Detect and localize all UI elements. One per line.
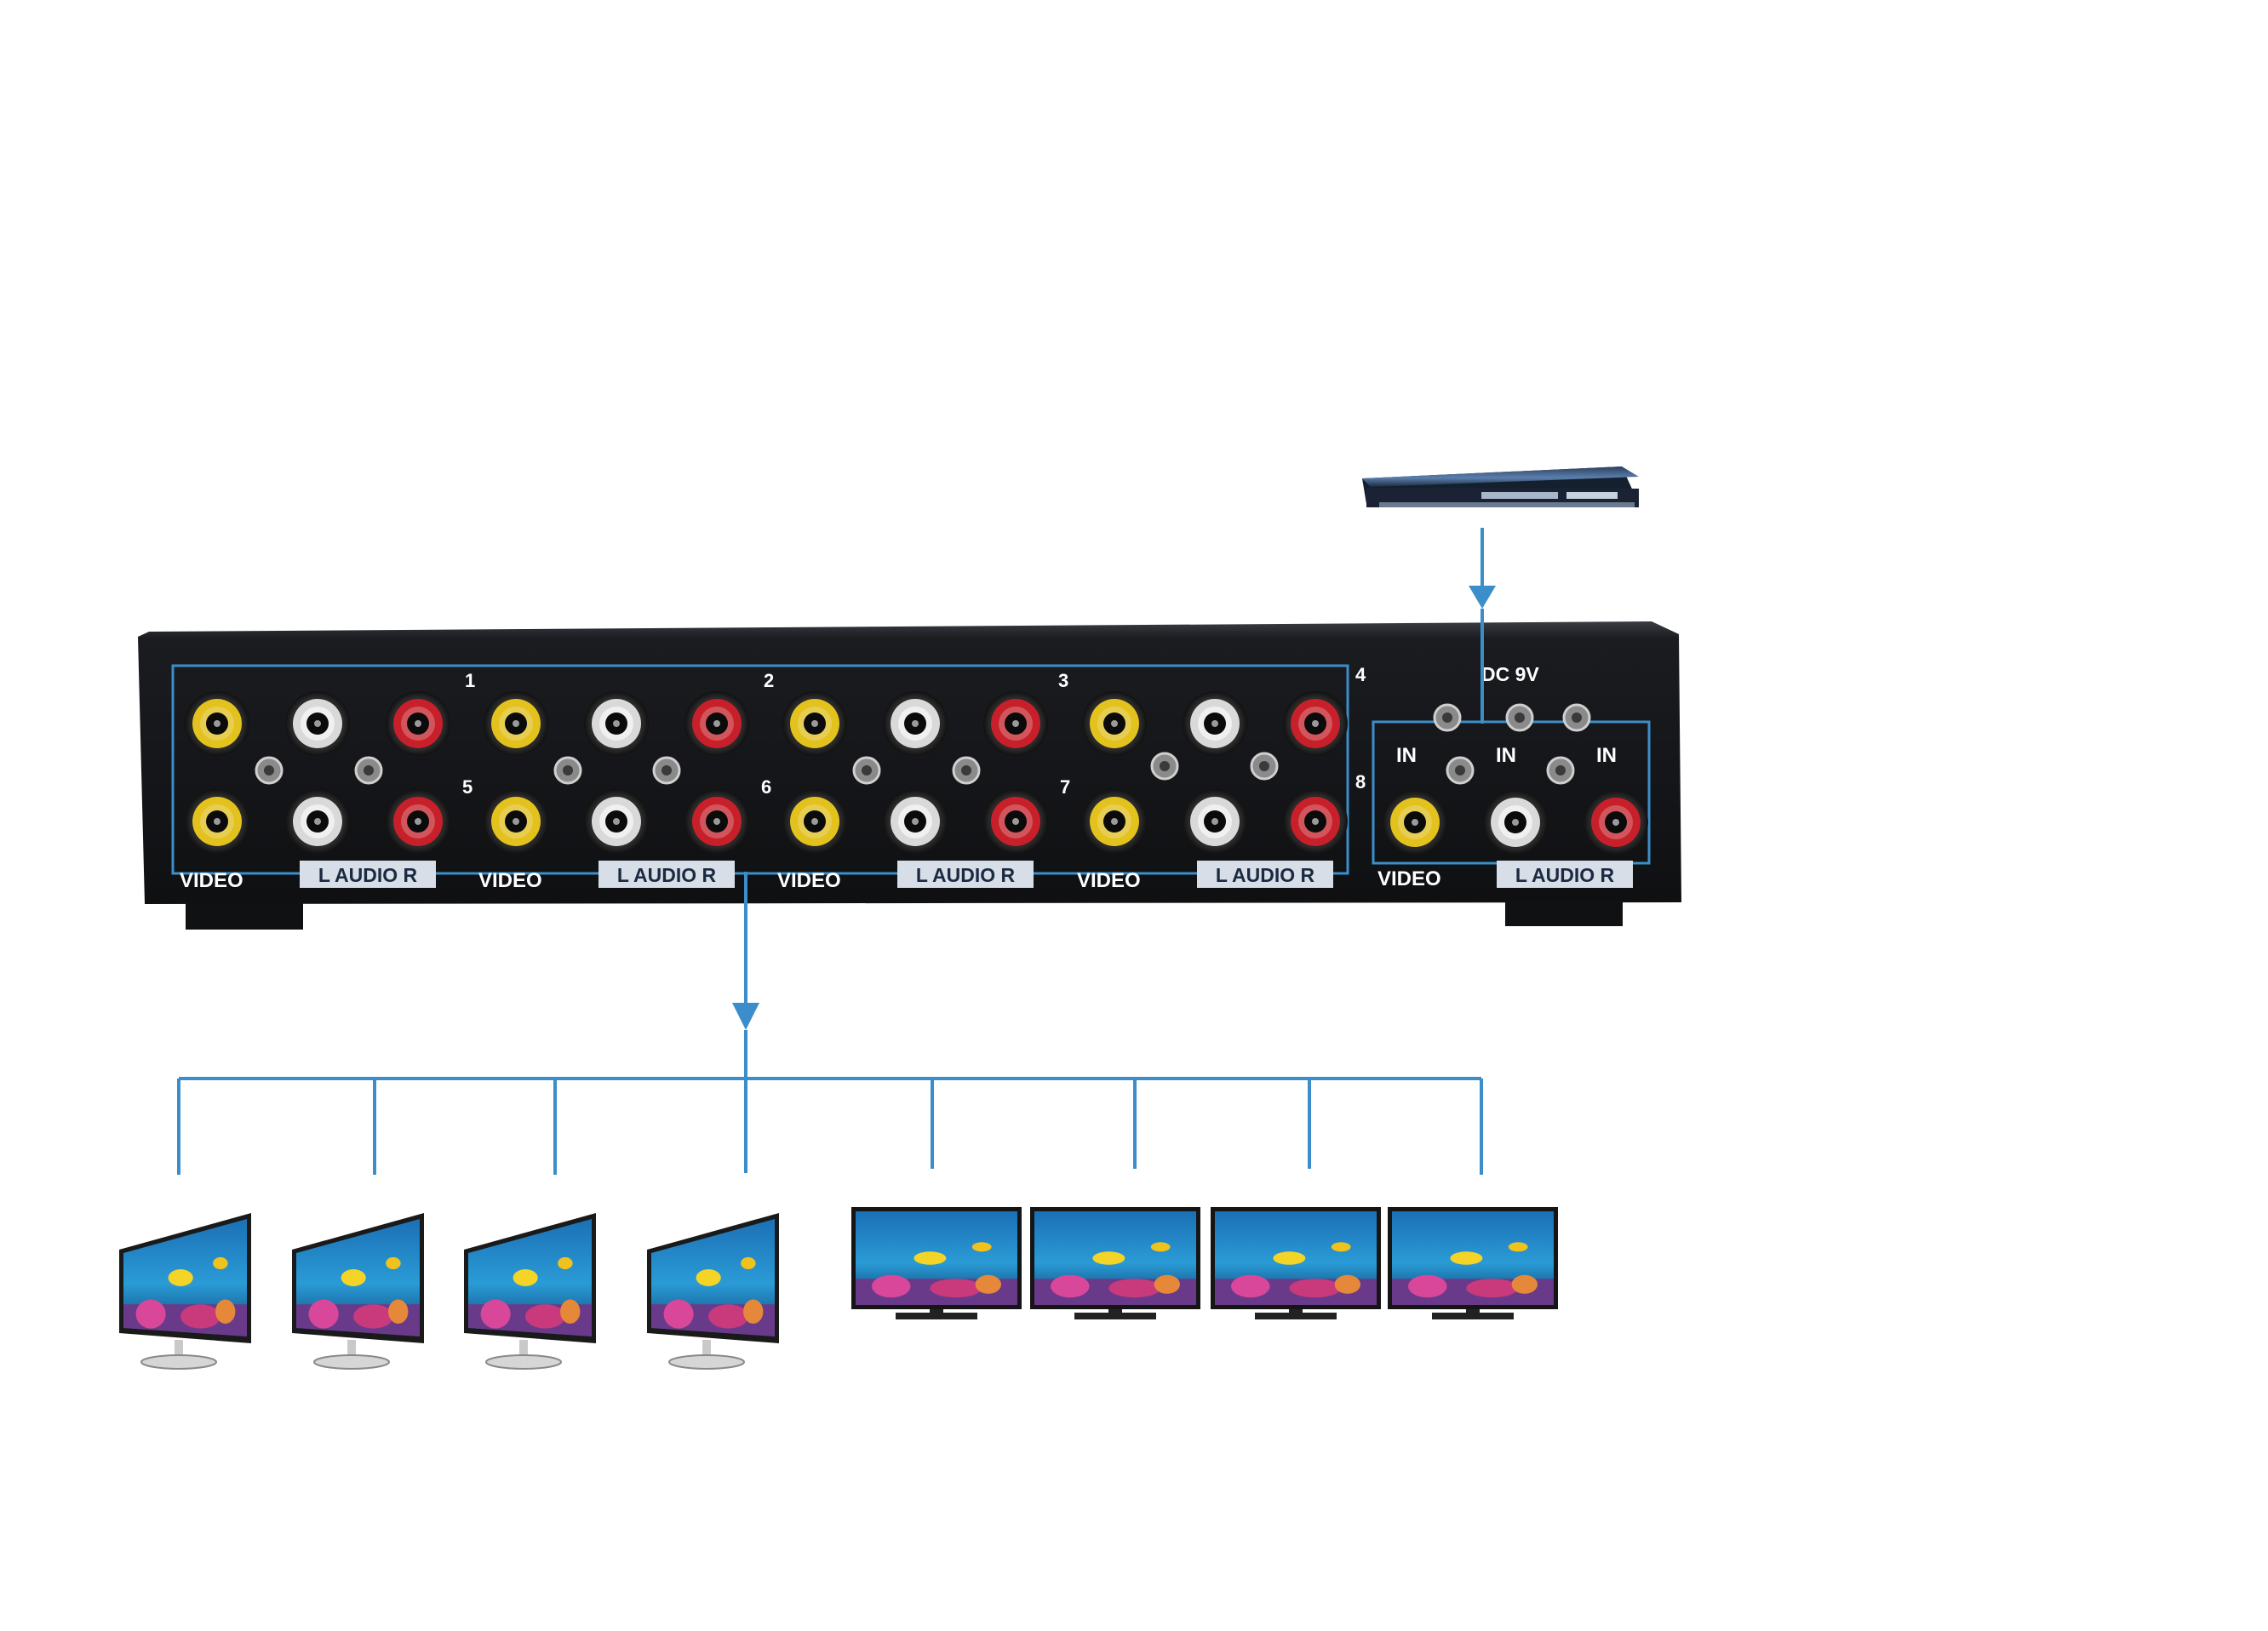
input-video-in-label: IN — [1396, 744, 1417, 767]
input-video-jack[interactable] — [1383, 790, 1447, 855]
input-audio-left-in-label: IN — [1496, 744, 1516, 767]
input-audio-right-jack[interactable] — [1584, 790, 1648, 855]
output-7-audio-right-jack[interactable] — [983, 789, 1048, 854]
input-audio-right-in-label: IN — [1596, 744, 1617, 767]
screw-icon — [652, 756, 681, 785]
screw-icon — [1446, 756, 1475, 785]
port-number-5: 5 — [462, 776, 472, 798]
input-video-label: VIDEO — [1377, 867, 1441, 890]
output-6-audio-left-jack[interactable] — [584, 789, 649, 854]
output-5-video-jack[interactable] — [185, 789, 249, 854]
output-7-audio-left-jack[interactable] — [883, 789, 948, 854]
port-number-2: 2 — [764, 670, 774, 691]
screw-icon — [1562, 703, 1591, 732]
output-8-video-jack[interactable] — [1082, 789, 1147, 854]
screw-icon — [354, 756, 383, 785]
output-arrow-icon — [732, 1003, 759, 1030]
output-4-video-jack[interactable] — [1082, 691, 1147, 756]
screw-icon — [1546, 756, 1575, 785]
output-group-1-audio-label: L AUDIO R — [300, 861, 436, 888]
output-group-3-video-label: VIDEO — [777, 869, 841, 892]
output-group-2-video-label: VIDEO — [478, 869, 542, 892]
output-group-4-audio-label: L AUDIO R — [1197, 861, 1333, 888]
chassis-foot-left — [186, 902, 303, 930]
output-6-audio-right-jack[interactable] — [684, 789, 749, 854]
output-2-video-jack[interactable] — [484, 691, 548, 756]
svg-text:L AUDIO R: L AUDIO R — [1216, 864, 1315, 886]
screw-icon — [952, 756, 981, 785]
output-2-audio-right-jack[interactable] — [684, 691, 749, 756]
port-number-4: 4 — [1355, 664, 1366, 685]
source-arrow-icon — [1469, 586, 1496, 609]
output-group-2-audio-label: L AUDIO R — [598, 861, 735, 888]
power-label: DC 9V — [1481, 663, 1539, 685]
dvd-player-icon — [1362, 466, 1639, 507]
display-3-monitor-icon — [464, 1213, 596, 1370]
output-1-video-jack[interactable] — [185, 691, 249, 756]
chassis-foot-right — [1505, 901, 1623, 926]
output-7-video-jack[interactable] — [782, 789, 847, 854]
port-number-3: 3 — [1058, 670, 1068, 691]
display-8-tv-icon — [1388, 1207, 1558, 1319]
display-7-tv-icon — [1211, 1207, 1381, 1319]
port-number-8: 8 — [1355, 771, 1366, 793]
output-3-video-jack[interactable] — [782, 691, 847, 756]
output-4-audio-right-jack[interactable] — [1283, 691, 1348, 756]
screw-icon — [255, 756, 284, 785]
input-audio-left-jack[interactable] — [1483, 790, 1548, 855]
output-2-audio-left-jack[interactable] — [584, 691, 649, 756]
output-group-4-video-label: VIDEO — [1077, 869, 1141, 892]
port-number-1: 1 — [465, 670, 475, 691]
output-4-audio-left-jack[interactable] — [1183, 691, 1247, 756]
screw-icon — [1150, 752, 1179, 781]
port-number-7: 7 — [1060, 776, 1070, 798]
input-audio-label: L AUDIO R — [1497, 861, 1633, 888]
svg-text:L AUDIO R: L AUDIO R — [318, 864, 418, 886]
display-6-tv-icon — [1030, 1207, 1200, 1319]
screw-icon — [852, 756, 881, 785]
output-1-audio-right-jack[interactable] — [386, 691, 450, 756]
screw-icon — [553, 756, 582, 785]
output-8-audio-right-jack[interactable] — [1283, 789, 1348, 854]
display-1-monitor-icon — [119, 1213, 251, 1370]
svg-text:L AUDIO R: L AUDIO R — [916, 864, 1016, 886]
output-3-audio-left-jack[interactable] — [883, 691, 948, 756]
svg-text:L AUDIO R: L AUDIO R — [1515, 864, 1615, 886]
output-6-video-jack[interactable] — [484, 789, 548, 854]
output-group-3-audio-label: L AUDIO R — [897, 861, 1034, 888]
screw-icon — [1250, 752, 1279, 781]
port-number-6: 6 — [761, 776, 771, 798]
output-1-audio-left-jack[interactable] — [285, 691, 350, 756]
display-5-tv-icon — [851, 1207, 1022, 1319]
svg-text:L AUDIO R: L AUDIO R — [617, 864, 717, 886]
output-group-1-video-label: VIDEO — [180, 869, 243, 892]
screw-icon — [1505, 703, 1534, 732]
screw-icon — [1433, 703, 1462, 732]
output-section-outline — [171, 664, 1349, 875]
output-8-audio-left-jack[interactable] — [1183, 789, 1247, 854]
output-5-audio-left-jack[interactable] — [285, 789, 350, 854]
display-4-monitor-icon — [647, 1213, 779, 1370]
output-3-audio-right-jack[interactable] — [983, 691, 1048, 756]
display-2-monitor-icon — [292, 1213, 424, 1370]
output-5-audio-right-jack[interactable] — [386, 789, 450, 854]
